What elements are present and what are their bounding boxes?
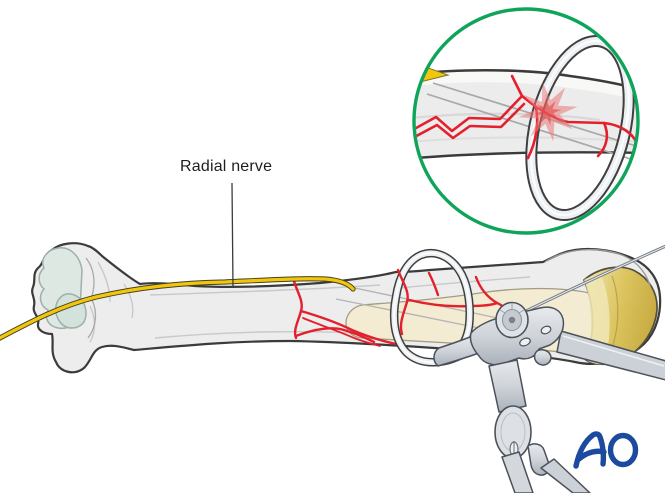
- proximal-contour: [544, 248, 651, 287]
- radial-nerve-label: Radial nerve: [180, 158, 273, 175]
- cerclage-wire-loop: [389, 248, 475, 367]
- fracture-line-front: [396, 268, 409, 336]
- instrument-washer: [495, 301, 529, 339]
- instrument-right-arm: [556, 330, 665, 381]
- instrument-lower-arm: [488, 359, 527, 413]
- instrument-hinge: [494, 405, 532, 459]
- reduction-instrument: [433, 301, 665, 493]
- fracture-lines: [292, 271, 511, 347]
- humeral-head: [582, 266, 658, 366]
- main-illustration: [0, 182, 665, 493]
- ao-logo-icon: [573, 431, 639, 469]
- instrument-handle-left: [501, 451, 534, 493]
- distal-contours: [85, 257, 97, 339]
- magnified-inset: [412, 7, 640, 235]
- instrument-handle-right: [540, 458, 591, 493]
- radial-nerve: [0, 276, 356, 341]
- inset-ring: [412, 7, 640, 235]
- label-leader-line: [231, 182, 234, 288]
- distal-cartilage: [38, 247, 87, 330]
- instrument-sleeve: [433, 334, 483, 367]
- inset-starburst: [518, 82, 578, 142]
